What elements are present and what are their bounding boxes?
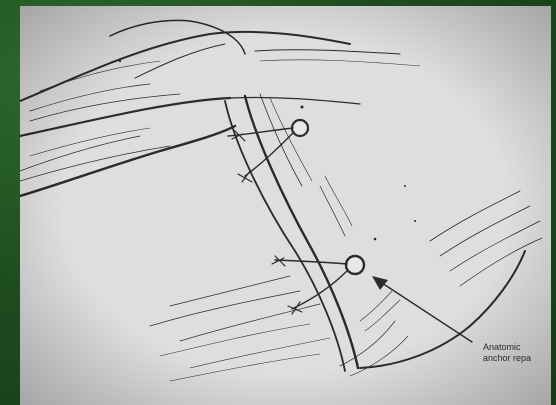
repair-drawing bbox=[20, 6, 551, 405]
anatomic-illustration-photo: Anatomic anchor repa bbox=[20, 6, 551, 405]
annotation-line-2: anchor repa bbox=[483, 353, 531, 364]
annotation-line-1: Anatomic bbox=[483, 342, 531, 353]
annotation-label: Anatomic anchor repa bbox=[483, 342, 531, 364]
